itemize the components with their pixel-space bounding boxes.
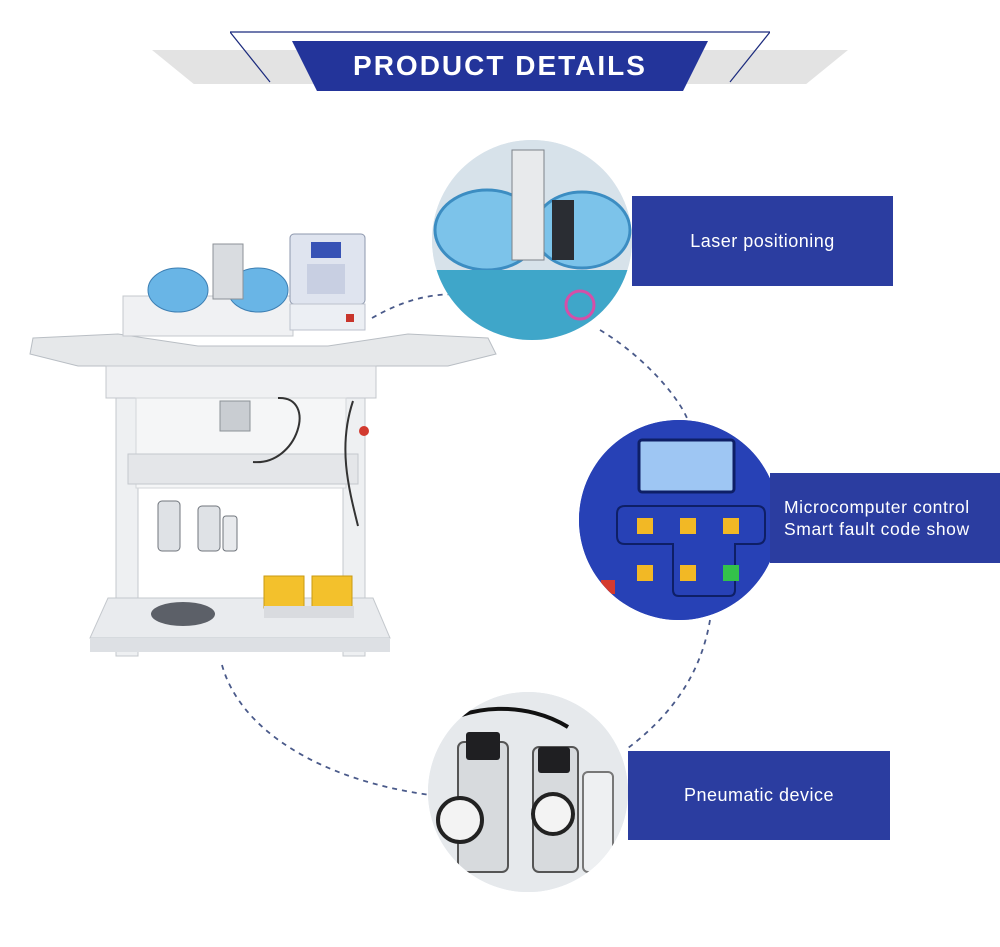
feature-pneumatic-box: Pneumatic device xyxy=(628,751,890,840)
banner-outline xyxy=(230,31,770,83)
feature-control-line1: Microcomputer control xyxy=(784,497,970,517)
header-banner: PRODUCT DETAILS xyxy=(0,0,1000,110)
page-title: PRODUCT DETAILS xyxy=(353,50,647,81)
banner-title-plate: PRODUCT DETAILS xyxy=(292,41,708,91)
laser-detail-photo xyxy=(432,140,632,340)
feature-control-box: Microcomputer control Smart fault code s… xyxy=(770,473,1000,563)
feature-laser-box: Laser positioning xyxy=(632,196,893,286)
feature-control-line2: Smart fault code show xyxy=(784,519,970,539)
machine-image xyxy=(29,233,497,657)
control-panel-photo xyxy=(579,420,779,620)
feature-pneumatic-label: Pneumatic device xyxy=(683,785,835,805)
pneumatic-detail-photo xyxy=(428,692,628,892)
feature-laser-label: Laser positioning xyxy=(690,230,835,251)
